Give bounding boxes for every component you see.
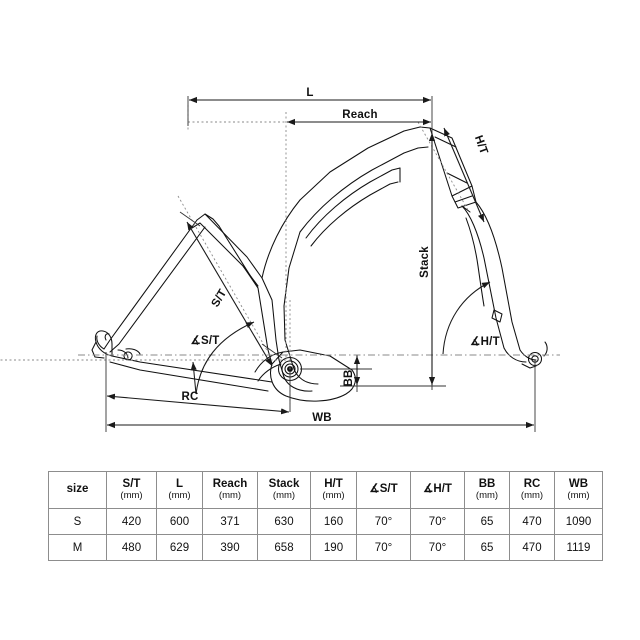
- table-row: S 420 600 371 630 160 70° 70° 65 470 109…: [48, 508, 603, 535]
- column-unit: (mm): [218, 490, 242, 502]
- dim-line-head-tube: [443, 127, 485, 223]
- cell-reach: 390: [202, 534, 258, 561]
- cell-wheelbase: 1090: [554, 508, 603, 535]
- cell-seat-tube-angle: 70°: [356, 534, 411, 561]
- cell-rear-center: 470: [509, 534, 555, 561]
- column-header-head-tube: H/T (mm): [310, 471, 357, 509]
- column-label: H/T: [324, 477, 343, 490]
- column-unit: (mm): [322, 490, 345, 502]
- cell-size: M: [48, 534, 107, 561]
- column-label: WB: [568, 477, 589, 490]
- column-unit: (mm): [120, 490, 143, 502]
- column-header-head-tube-angle: ∡H/T: [410, 471, 465, 509]
- dim-line-rear-center: [106, 393, 290, 415]
- cell-seat-tube: 420: [106, 508, 157, 535]
- column-header-bottom-bracket: BB (mm): [464, 471, 510, 509]
- cell-stack: 630: [257, 508, 311, 535]
- cell-reach: 371: [202, 508, 258, 535]
- frame-geometry-diagram: L Reach H/T Stack S/T ∡S/T ∡H/T BB RC WB: [0, 87, 560, 432]
- column-unit: (mm): [475, 490, 499, 502]
- label-head-tube-angle: ∡H/T: [470, 335, 500, 348]
- arc-seat-tube-angle: [195, 321, 255, 395]
- column-header-reach: Reach (mm): [202, 471, 258, 509]
- column-header-wheelbase: WB (mm): [554, 471, 603, 509]
- column-label: RC: [523, 477, 541, 490]
- column-label: ∡H/T: [423, 483, 452, 496]
- cell-stack: 658: [257, 534, 311, 561]
- arc-seat-tube-angle-tail: [190, 361, 197, 395]
- cell-bottom-bracket: 65: [464, 534, 510, 561]
- cell-size: S: [48, 508, 107, 535]
- label-seat-tube: S/T: [210, 287, 230, 309]
- cell-head-tube: 160: [310, 508, 357, 535]
- frame-outline-group: [91, 126, 548, 402]
- cell-wheelbase: 1119: [554, 534, 603, 561]
- column-header-seat-tube: S/T (mm): [106, 471, 157, 509]
- cell-head-tube-angle: 70°: [410, 534, 465, 561]
- label-seat-tube-angle: ∡S/T: [191, 334, 220, 347]
- column-header-rear-center: RC (mm): [509, 471, 555, 509]
- arc-head-tube-angle: [442, 281, 491, 355]
- column-unit: (mm): [567, 490, 590, 502]
- column-label: Stack: [268, 477, 300, 490]
- column-unit: (mm): [272, 490, 296, 502]
- table-row: M 480 629 390 658 190 70° 70° 65 470 111…: [48, 534, 603, 561]
- column-label: size: [66, 483, 89, 496]
- column-label: ∡S/T: [369, 483, 398, 496]
- column-label: L: [175, 477, 184, 490]
- column-header-size: size: [48, 471, 107, 509]
- cell-seat-tube-angle: 70°: [356, 508, 411, 535]
- label-rear-center: RC: [181, 391, 198, 403]
- label-wheelbase: WB: [312, 412, 332, 424]
- column-header-stack: Stack (mm): [257, 471, 311, 509]
- dimension-lines: [106, 96, 534, 429]
- dim-line-seat-tube: [186, 221, 273, 367]
- cell-length: 600: [156, 508, 203, 535]
- cell-head-tube: 190: [310, 534, 357, 561]
- label-head-tube: H/T: [472, 134, 490, 156]
- cell-head-tube-angle: 70°: [410, 508, 465, 535]
- column-unit: (mm): [520, 490, 544, 502]
- column-unit: (mm): [168, 490, 191, 502]
- reference-lines: [105, 96, 536, 432]
- cell-length: 629: [156, 534, 203, 561]
- label-stack: Stack: [419, 246, 431, 278]
- column-header-seat-tube-angle: ∡S/T: [356, 471, 411, 509]
- column-label: Reach: [212, 477, 248, 490]
- cell-rear-center: 470: [509, 508, 555, 535]
- label-bottom-bracket: BB: [343, 369, 355, 386]
- column-header-length: L (mm): [156, 471, 203, 509]
- column-label: BB: [478, 477, 496, 490]
- label-reach: Reach: [342, 109, 378, 121]
- angle-arcs: [190, 281, 491, 395]
- geometry-specs-table: size S/T (mm) L (mm) Reach (mm): [48, 471, 603, 561]
- cell-bottom-bracket: 65: [464, 508, 510, 535]
- label-length: L: [306, 87, 313, 99]
- column-label: S/T: [122, 477, 141, 490]
- cell-seat-tube: 480: [106, 534, 157, 561]
- table-header-row: size S/T (mm) L (mm) Reach (mm): [48, 471, 603, 509]
